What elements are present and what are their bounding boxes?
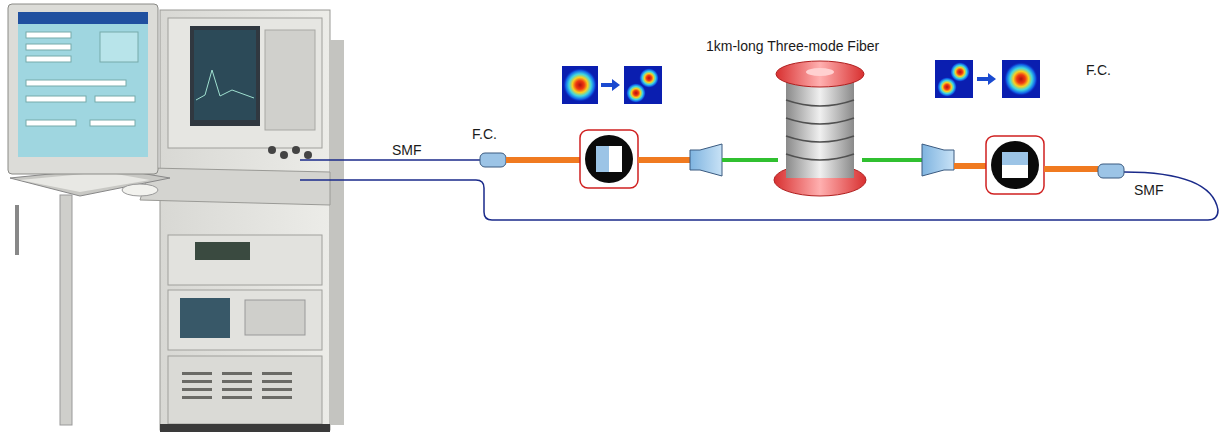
- fiber-spool: [774, 61, 922, 196]
- fiber-label: SMF: [1134, 182, 1164, 198]
- mode-converter-left: [480, 130, 778, 188]
- test-equipment: [8, 4, 344, 432]
- fiber-label: SMF: [392, 142, 422, 158]
- fiber-title: 1km-long Three-mode Fiber: [706, 38, 879, 54]
- mode-converter-right: [922, 136, 1124, 194]
- connector-label: F.C.: [1086, 62, 1111, 78]
- single-mode-fiber: [300, 160, 1218, 220]
- connector-label: F.C.: [472, 126, 497, 142]
- mode-profiles: [562, 60, 1040, 104]
